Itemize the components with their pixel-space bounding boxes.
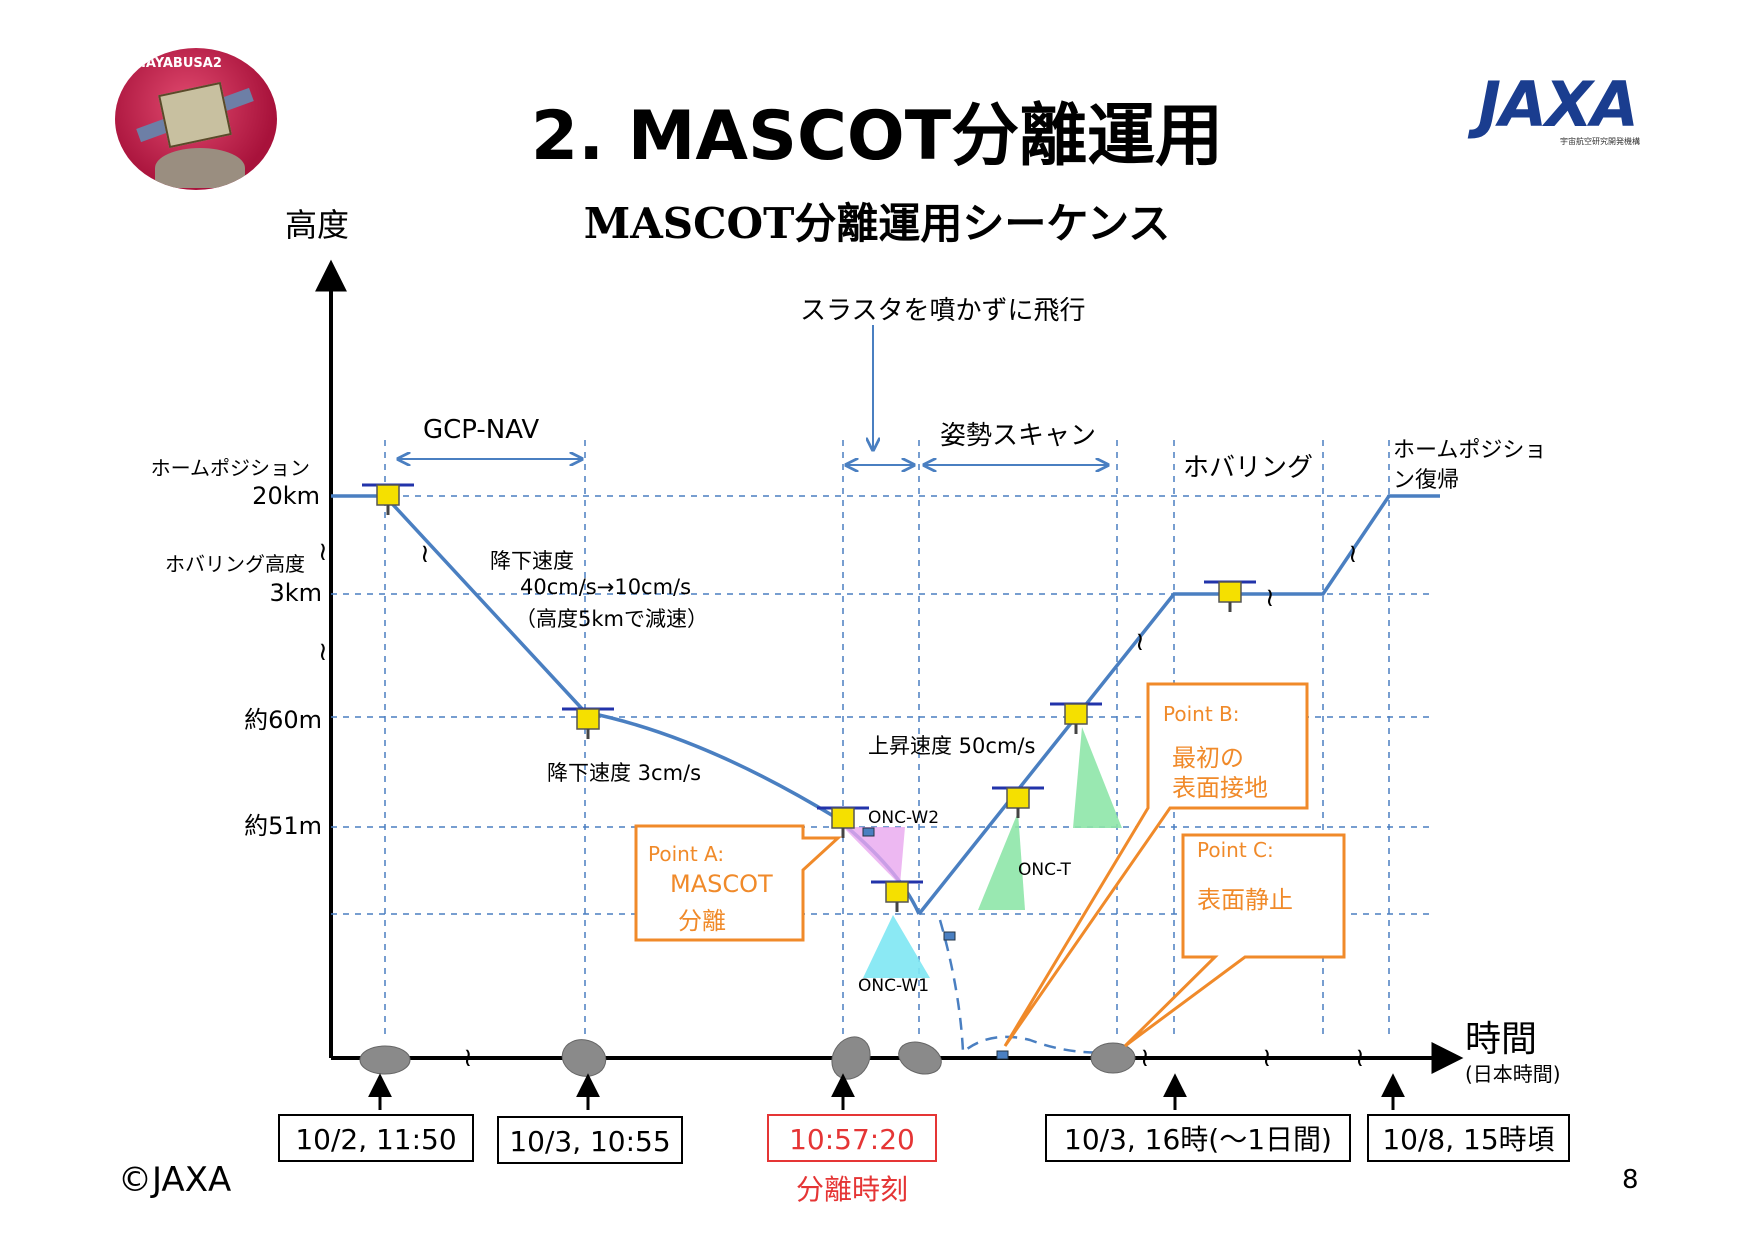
time-box-4: 10/3, 16時(～1日間) <box>1045 1114 1351 1162</box>
callout-b-line2: 表面接地 <box>1172 774 1268 802</box>
y-label-hover-altitude: ホバリング高度 <box>165 552 305 576</box>
asteroid-icon-1 <box>359 1045 411 1075</box>
break-traj-4: ≀ <box>1348 539 1358 569</box>
y-label-51m: 約51m <box>244 812 322 840</box>
mascot-trajectory <box>938 919 1111 1055</box>
badge-text: HAYABUSA2 <box>135 56 222 71</box>
onc-t-cone-2 <box>1073 727 1122 828</box>
y-label-60m: 約60m <box>244 706 322 734</box>
callout-c-box <box>1123 833 1346 1048</box>
label-onc-w2: ONC-W2 <box>868 808 940 828</box>
asteroid-icon-4 <box>898 1041 942 1075</box>
y-label-20km: 20km <box>252 482 320 510</box>
jaxa-logo-subtext: 宇宙航空研究開発機構 <box>1560 137 1640 146</box>
spacecraft-icon-6 <box>1048 702 1104 736</box>
note-ascent-speed: 上昇速度 50cm/s <box>868 734 1036 758</box>
onc-w2-cone <box>843 827 905 885</box>
segment-return-home-line1: ホームポジショ <box>1393 438 1547 463</box>
callout-c-head: Point C: <box>1197 838 1274 862</box>
callout-a-line1: MASCOT <box>670 870 773 898</box>
break-x-3: ≀ <box>1262 1043 1272 1073</box>
onc-t-cone <box>978 812 1025 910</box>
mascot-icon-1 <box>862 827 875 837</box>
mascot-icon-2 <box>943 931 956 941</box>
asteroid-icon-3 <box>831 1036 871 1080</box>
note-descent-rate: 40cm/s→10cm/s <box>520 575 692 599</box>
segment-no-thrust: スラスタを噴かずに飛行 <box>800 296 1086 326</box>
mascot-icon-3 <box>996 1050 1009 1060</box>
segment-gcp-nav: GCP-NAV <box>423 415 540 445</box>
slide-subtitle: MASCOT分離運用シーケンス <box>583 199 1171 248</box>
x-axis-subtitle: (日本時間) <box>1465 1062 1561 1086</box>
copyright: ©JAXA <box>118 1160 232 1200</box>
time-box-2: 10/3, 10:55 <box>497 1116 683 1164</box>
break-x-1: ≀ <box>463 1043 473 1073</box>
callout-c-line1: 表面静止 <box>1197 886 1293 914</box>
time-box-5: 10/8, 15時頃 <box>1367 1114 1570 1162</box>
segment-hovering: ホバリング <box>1183 453 1314 483</box>
callout-b-line1: 最初の <box>1172 744 1244 772</box>
note-descent-detail: （高度5kmで減速） <box>515 607 708 631</box>
segment-return-home-line2: ン復帰 <box>1393 468 1460 493</box>
break-x-4: ≀ <box>1355 1043 1365 1073</box>
asteroid-icon-5 <box>1090 1042 1136 1074</box>
spacecraft-icon-7 <box>1202 580 1258 614</box>
y-label-home-position: ホームポジション <box>150 456 310 480</box>
asteroid-icon-2 <box>561 1039 607 1077</box>
callout-b-head: Point B: <box>1163 702 1240 726</box>
break-traj-1: ≀ <box>420 539 430 569</box>
break-traj-3: ≀ <box>1265 583 1275 613</box>
spacecraft-icon-2 <box>560 707 616 741</box>
spacecraft-icon-1 <box>360 483 416 517</box>
onc-w1-cone <box>863 915 930 978</box>
break-y-2: ≀ <box>318 637 328 667</box>
time-box-separation: 10:57:20 <box>767 1114 937 1162</box>
note-descent-speed: 降下速度 <box>490 549 574 573</box>
break-y-1: ≀ <box>318 537 328 567</box>
callout-a-head: Point A: <box>648 842 725 866</box>
label-onc-w1: ONC-W1 <box>858 976 930 996</box>
hayabusa2-mission-logo: HAYABUSA2 <box>115 48 277 190</box>
y-axis-title: 高度 <box>285 206 350 244</box>
callout-a-line2: 分離 <box>678 907 726 935</box>
y-label-3km: 3km <box>269 579 322 607</box>
segment-attitude-scan: 姿勢スキャン <box>940 421 1097 451</box>
asteroid-graphic <box>155 148 245 188</box>
page-number: 8 <box>1622 1165 1639 1195</box>
callout-b-box <box>1003 682 1309 1047</box>
jaxa-logo: JAXA <box>1478 68 1639 141</box>
break-x-2: ≀ <box>1140 1043 1150 1073</box>
x-axis-title: 時間 <box>1465 1019 1538 1060</box>
separation-time-caption: 分離時刻 <box>795 1173 908 1206</box>
callout-a-box <box>634 824 842 942</box>
trajectory-ascent <box>917 494 1440 916</box>
slide-title: 2. MASCOT分離運用 <box>530 97 1224 176</box>
label-onc-t: ONC-T <box>1018 860 1071 880</box>
time-box-1: 10/2, 11:50 <box>278 1114 474 1162</box>
note-descent-3cms: 降下速度 3cm/s <box>547 761 702 785</box>
break-traj-2: ≀ <box>1135 627 1145 657</box>
